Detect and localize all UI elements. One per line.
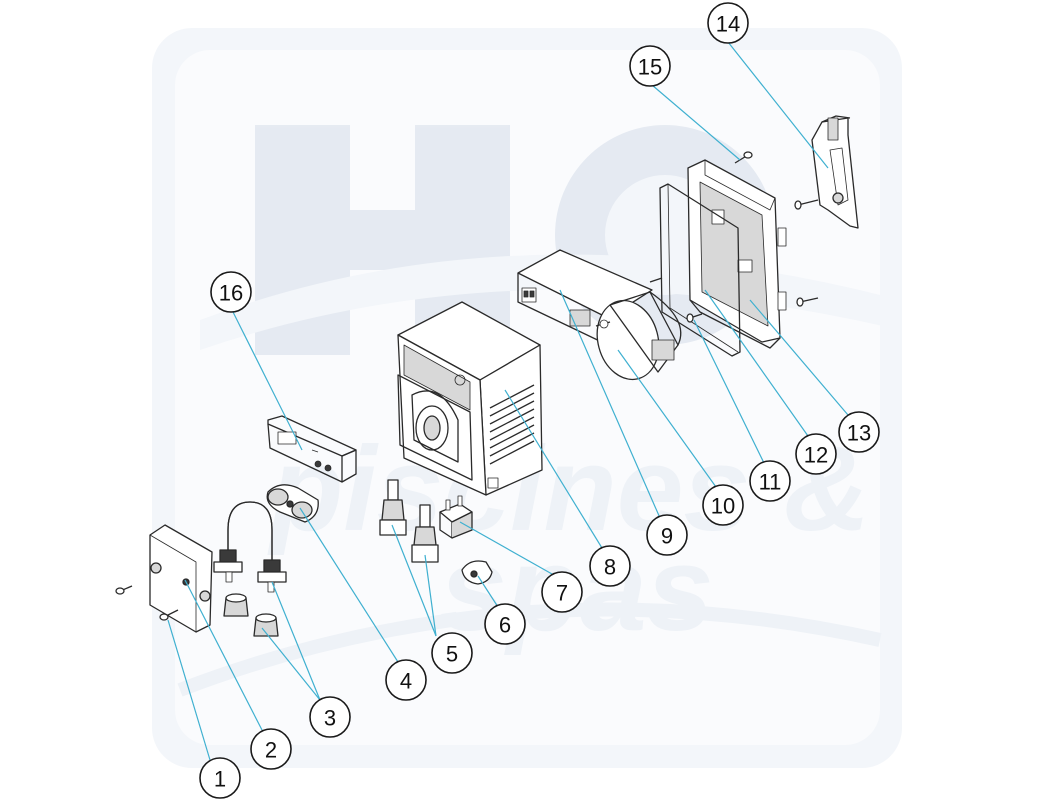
part-7-connector [439, 495, 473, 539]
leader-6 [477, 575, 499, 608]
callout-15: 15 [629, 45, 671, 87]
frame-screw [796, 297, 819, 307]
part-6-small-bracket [461, 560, 493, 585]
part-15-screw [734, 151, 753, 164]
svg-text:11: 11 [759, 470, 782, 495]
svg-text:15: 15 [638, 55, 662, 80]
callout-11: 11 [749, 460, 791, 502]
callout-16: 16 [210, 271, 252, 313]
part-5-fitting-left [379, 479, 407, 536]
leader-5a [391, 524, 437, 637]
part-16-label-plate [267, 415, 357, 483]
leader-12 [704, 289, 809, 437]
svg-text:3: 3 [324, 706, 336, 731]
leader-10 [617, 349, 717, 488]
part-3-nut-left [223, 593, 249, 617]
svg-text:6: 6 [499, 613, 511, 638]
callouts: 1 2 3 4 5 6 7 8 [199, 2, 880, 799]
part-1-screw [159, 609, 179, 621]
leader-3a [261, 627, 321, 701]
part-11-screw [686, 313, 703, 323]
callout-3: 3 [309, 696, 351, 738]
part-14-wall-bracket [811, 115, 859, 229]
svg-text:14: 14 [716, 12, 740, 37]
svg-text:7: 7 [556, 581, 568, 606]
callout-5: 5 [431, 632, 473, 674]
svg-text:16: 16 [219, 281, 243, 306]
part-5-fitting-right [411, 504, 439, 563]
part-4-rotor [266, 484, 319, 523]
leader-11 [693, 319, 765, 464]
leader-1 [167, 619, 211, 761]
callout-2: 2 [250, 728, 292, 770]
callout-8: 8 [589, 545, 631, 587]
part-2-front-cover [149, 524, 213, 633]
leader-14 [727, 41, 829, 169]
bracket-screw [794, 199, 819, 210]
leader-8 [504, 389, 603, 549]
svg-text:5: 5 [446, 642, 458, 667]
svg-text:12: 12 [804, 443, 828, 468]
leader-4 [299, 507, 399, 663]
svg-text:9: 9 [661, 524, 673, 549]
leader-13 [749, 299, 849, 416]
cover-screw [115, 585, 133, 595]
leader-16 [231, 309, 303, 451]
part-12-gasket-panel [659, 183, 741, 357]
svg-text:8: 8 [604, 555, 616, 580]
svg-text:1: 1 [214, 767, 226, 792]
leader-7 [459, 521, 553, 575]
callout-6: 6 [484, 603, 526, 645]
svg-text:4: 4 [400, 669, 412, 694]
leader-15 [651, 84, 741, 161]
callout-1: 1 [199, 757, 241, 799]
svg-text:2: 2 [265, 738, 277, 763]
callout-9: 9 [646, 514, 688, 556]
part-3-tube-assembly [213, 501, 287, 593]
part-3-nut-right [253, 613, 279, 637]
leader-5b [424, 554, 437, 637]
callout-12: 12 [795, 433, 837, 475]
callout-13: 13 [838, 411, 880, 453]
callout-7: 7 [541, 571, 583, 613]
leader-lines [167, 41, 849, 761]
part-8-main-housing [397, 301, 543, 496]
svg-text:10: 10 [711, 494, 735, 519]
leader-2 [184, 579, 263, 731]
callout-14: 14 [707, 2, 749, 44]
leader-9 [559, 289, 661, 519]
part-13-rear-housing [687, 159, 787, 349]
callout-10: 10 [702, 484, 744, 526]
leader-3b [271, 581, 321, 701]
callout-4: 4 [385, 659, 427, 701]
svg-text:13: 13 [847, 421, 871, 446]
